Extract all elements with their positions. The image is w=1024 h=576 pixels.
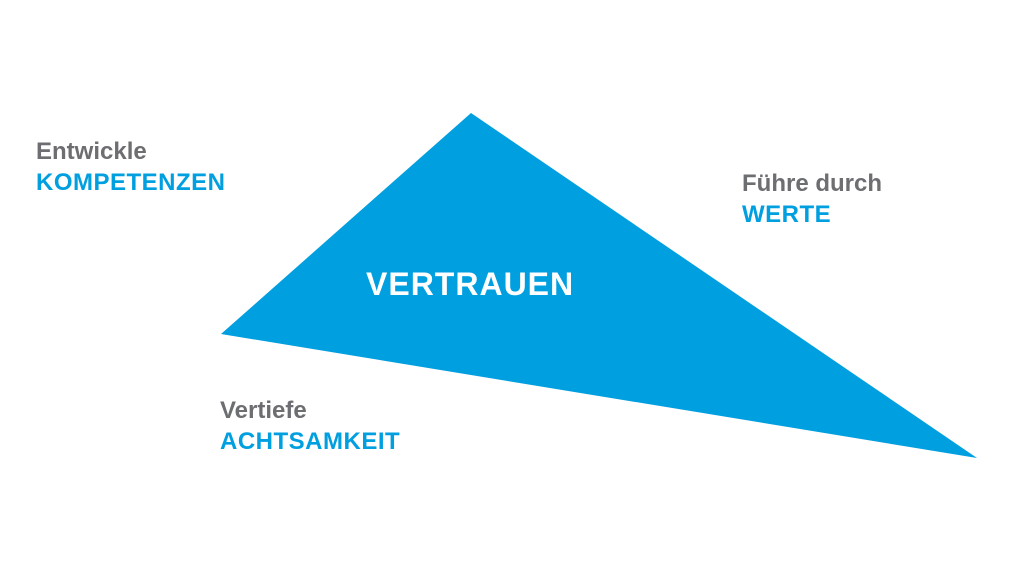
corner-label-mindfulness: Vertiefe ACHTSAMKEIT [220,397,400,457]
label-verb: Vertiefe [220,397,307,424]
label-verb: Entwickle [36,138,147,165]
center-label: VERTRAUEN [366,266,575,302]
label-keyword: KOMPETENZEN [36,168,226,196]
label-keyword: ACHTSAMKEIT [220,427,401,455]
corner-label-competence: Entwickle KOMPETENZEN [36,138,226,198]
corner-label-values: Führe durch WERTE [742,170,882,230]
label-keyword: WERTE [742,200,832,228]
label-verb: Führe durch [742,170,883,197]
triangle-shape [221,113,977,458]
